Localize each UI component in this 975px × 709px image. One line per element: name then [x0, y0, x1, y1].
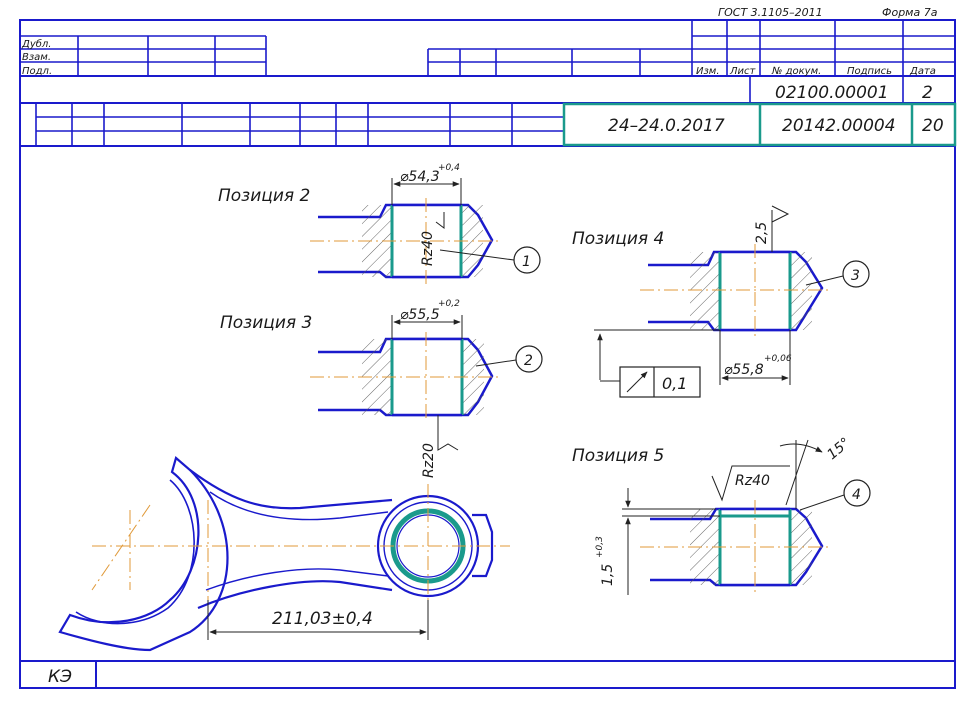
position-2-label: Позиция 2 [218, 186, 310, 206]
runout-frame [619, 366, 701, 398]
position-5-tol: +0,3 [595, 536, 605, 558]
rev-header-sign: Подпись [847, 66, 892, 77]
revision-table [691, 20, 955, 103]
date-code: 24–24.0.2017 [608, 116, 725, 136]
position-5-angle: 15° [824, 435, 853, 463]
position-4-view: Позиция 4 2,5 ⌀55,8 +0,06 0,1 3 [572, 205, 870, 398]
position-4-callout: 3 [851, 268, 860, 284]
form-number: Форма 7а [882, 6, 938, 19]
position-4-runout: 0,1 [662, 374, 687, 393]
position-2-tol: +0,4 [438, 163, 460, 173]
position-3-view: Позиция 3 ⌀55,5 +0,2 Rz20 2 [220, 299, 543, 478]
sheet-number: 2 [922, 83, 933, 103]
position-5-dim: 1,5 [600, 564, 616, 586]
position-4-label: Позиция 4 [572, 229, 664, 249]
position-3-tol: +0,2 [438, 299, 460, 309]
position-2-view: Позиция 2 ⌀54,3 +0,4 Rz40 1 [218, 163, 541, 284]
left-label-1: Дубл. [21, 38, 51, 50]
middle-registration-table [427, 48, 692, 76]
rev-header-izm: Изм. [696, 66, 720, 77]
rod-center-distance: 211,03±0,4 [272, 609, 373, 629]
position-2-dim: ⌀54,3 [400, 169, 440, 185]
footer-code: КЭ [48, 667, 72, 687]
position-5-rough: Rz40 [735, 473, 770, 489]
rev-header-doc: № докум. [771, 66, 821, 77]
left-label-2: Взам. [22, 52, 51, 63]
rev-header-date: Дата [909, 66, 936, 77]
position-3-dim: ⌀55,5 [400, 307, 440, 323]
drawing-frame [19, 19, 956, 689]
position-2-rough: Rz40 [420, 231, 436, 266]
connecting-rod-view: 211,03±0,4 [58, 456, 510, 652]
left-registration-table [20, 35, 267, 76]
sheets-total: 20 [922, 116, 944, 136]
left-label-3: Подл. [22, 66, 52, 77]
stamp-row-grid [35, 103, 563, 146]
position-4-dim: ⌀55,8 [724, 362, 764, 378]
position-3-label: Позиция 3 [220, 313, 312, 333]
rev-header-list: Лист [729, 66, 757, 77]
doc-number: 02100.00001 [775, 83, 889, 103]
position-3-callout: 2 [524, 353, 533, 369]
position-5-label: Позиция 5 [572, 446, 664, 466]
position-4-tol: +0,06 [764, 354, 792, 364]
position-3-rough: Rz20 [421, 443, 437, 478]
position-4-rough: 2,5 [754, 222, 770, 244]
position-5-callout: 4 [852, 487, 861, 503]
position-2-callout: 1 [522, 254, 531, 270]
gost-standard: ГОСТ 3.1105–2011 [718, 6, 823, 19]
part-number: 20142.00004 [782, 116, 896, 136]
position-5-view: Позиция 5 1,5 +0,3 Rz40 15° 4 [572, 435, 871, 595]
stamp-highlight-cells [562, 102, 957, 147]
